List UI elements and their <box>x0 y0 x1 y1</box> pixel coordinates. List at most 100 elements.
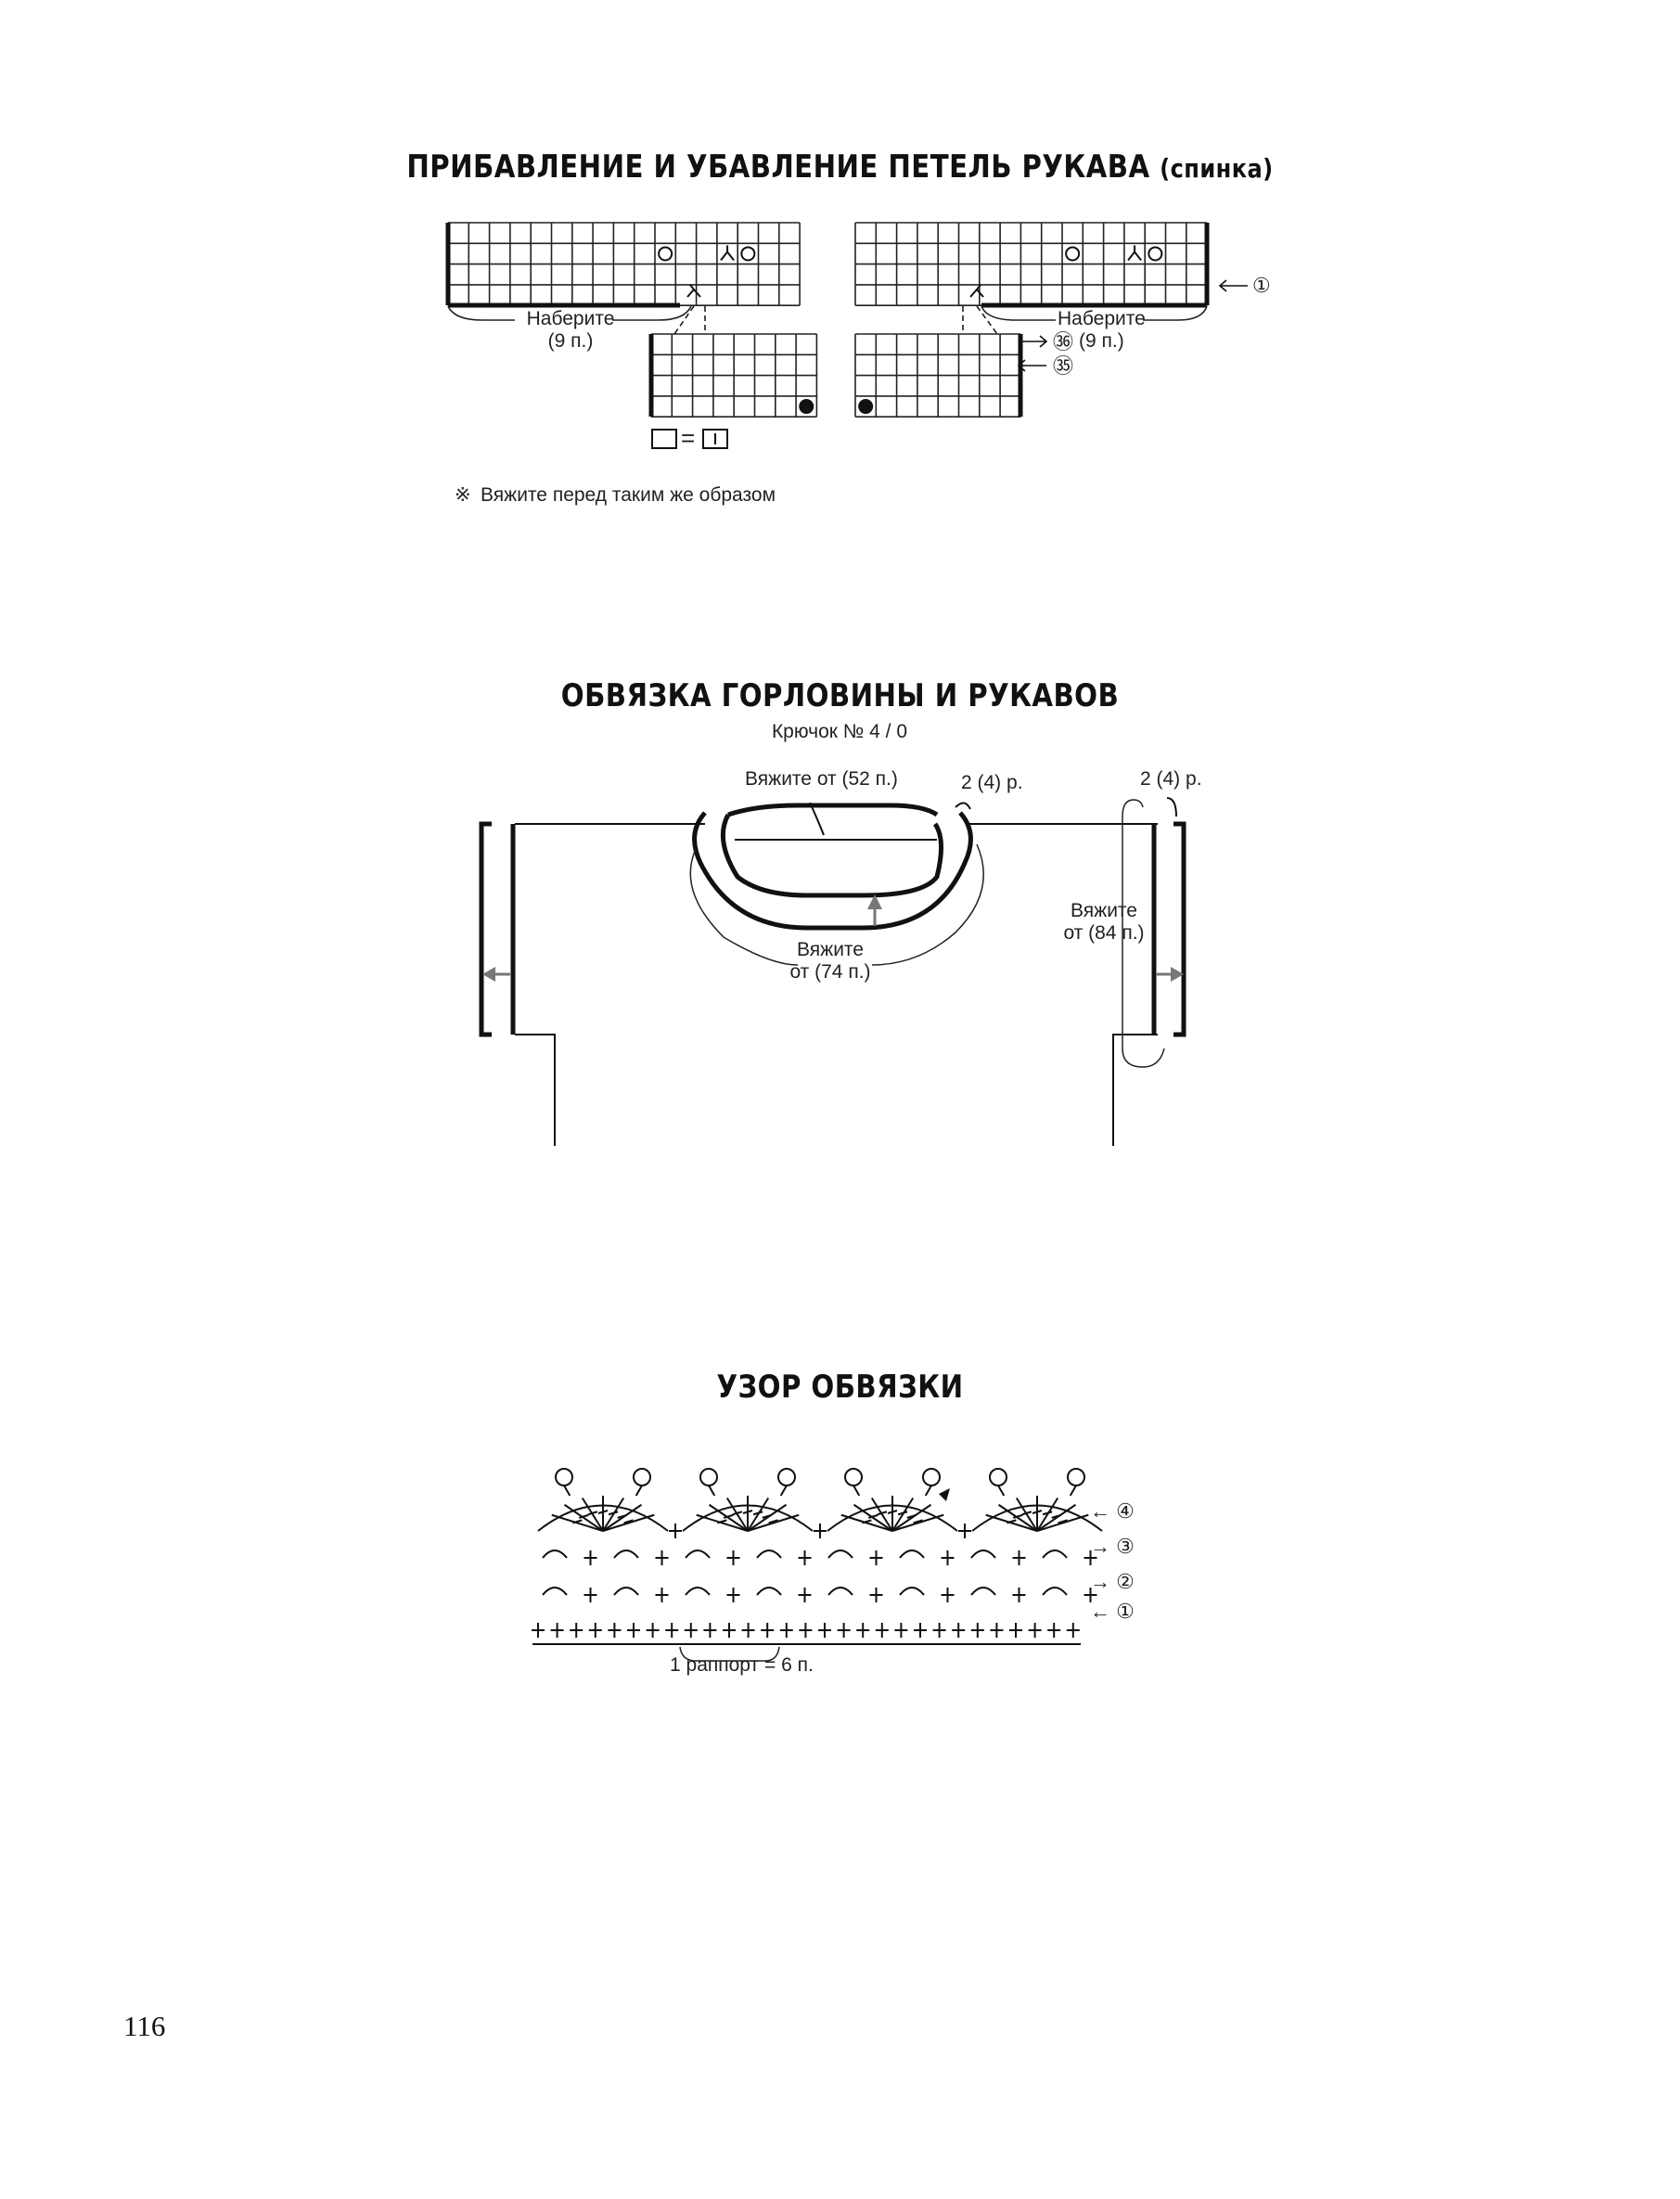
row3-arc <box>613 1550 639 1559</box>
row-1-marker: ① <box>1252 274 1271 297</box>
single-crochet-row1 <box>970 1623 984 1638</box>
row-36-marker: ㊱ <box>1053 330 1074 354</box>
top-left-grid <box>447 222 801 307</box>
single-crochet-row1 <box>723 1623 736 1638</box>
row3-arc <box>756 1550 782 1559</box>
note-text: Вяжите перед таким же образом <box>481 484 776 506</box>
row3-cross <box>798 1550 812 1565</box>
row-1-arrow <box>1218 279 1248 292</box>
right-arrow-head <box>1171 967 1184 982</box>
single-crochet-row1 <box>608 1623 622 1638</box>
row3-cross <box>1012 1550 1026 1565</box>
picot-stem-2-1 <box>924 1485 932 1497</box>
single-crochet-row1 <box>952 1623 966 1638</box>
yarn-over-symbol-left-1 <box>658 246 673 262</box>
neck-top-label: Вяжите от (52 п.) <box>745 768 898 790</box>
single-crochet-row1 <box>741 1623 755 1638</box>
picot-stem-1-0 <box>708 1485 716 1497</box>
single-crochet-row1 <box>570 1623 584 1638</box>
picot-stem-2-0 <box>853 1485 861 1497</box>
pattern-row-3: → ③ <box>1090 1535 1135 1558</box>
row3-cross <box>726 1550 740 1565</box>
shell-fan <box>971 1496 1103 1532</box>
yarn-over-symbol-right-2 <box>1148 246 1163 262</box>
row2-cross <box>798 1588 812 1602</box>
repeat-brace <box>679 1646 780 1662</box>
pattern-row-3-number: ③ <box>1116 1535 1135 1558</box>
decrease-symbol-right <box>1127 245 1142 262</box>
left-cast-on-label: Наберите (9 п.) <box>526 308 615 352</box>
single-crochet-row1 <box>875 1623 889 1638</box>
section1-title-suffix: (спинка) <box>1160 153 1274 184</box>
neck-bottom-label: Вяжите от (74 п.) <box>789 939 871 983</box>
row-36-arrow <box>1019 335 1048 348</box>
pattern-row-4-number: ④ <box>1116 1499 1135 1523</box>
row2-cross <box>869 1588 883 1602</box>
neck-band-outer <box>692 811 973 931</box>
row-35-arrow <box>1017 359 1046 372</box>
single-crochet-row1 <box>550 1623 564 1638</box>
bind-off-dot-right <box>858 399 874 415</box>
left-armhole-band-outer <box>479 821 492 1037</box>
picot-2-1 <box>922 1468 941 1486</box>
sleeve-label: Вяжите от (84 п.) <box>1063 900 1145 944</box>
bottom-left-grid <box>650 333 818 418</box>
row2-arc <box>1042 1587 1068 1596</box>
row2-arc <box>685 1587 711 1596</box>
neck-band-top <box>727 803 939 817</box>
page-number: 116 <box>123 2010 166 2042</box>
row3-arc <box>827 1550 853 1559</box>
picot-1-0 <box>699 1468 718 1486</box>
single-crochet-row1 <box>799 1623 813 1638</box>
row2-cross <box>1012 1588 1026 1602</box>
left-connector-a <box>673 305 695 335</box>
single-crochet-row1 <box>1066 1623 1080 1638</box>
bind-off-dot-left <box>799 399 814 415</box>
decrease-symbol-left <box>720 245 735 262</box>
pattern-row-4: ← ④ <box>1090 1499 1135 1523</box>
single-crochet-row1 <box>837 1623 851 1638</box>
row3-cross <box>584 1550 597 1565</box>
yarn-over-symbol-right-1 <box>1065 246 1081 262</box>
right-connector-a <box>976 305 998 335</box>
shell-fan <box>537 1496 669 1532</box>
pattern-row-1-number: ① <box>1116 1600 1135 1623</box>
row2-cross <box>584 1588 597 1602</box>
picot-stem-0-1 <box>635 1485 643 1497</box>
right-side-line <box>1112 1034 1158 1146</box>
pattern-row-1: ← ① <box>1090 1600 1135 1623</box>
row2-cross <box>655 1588 669 1602</box>
shell-fan <box>827 1496 958 1532</box>
row2-arc <box>542 1587 568 1596</box>
left-brace-start <box>447 305 515 321</box>
single-crochet-row1 <box>856 1623 870 1638</box>
row3-arc <box>685 1550 711 1559</box>
picot-0-1 <box>633 1468 651 1486</box>
neck-arrow-head <box>867 894 882 909</box>
single-crochet-row1 <box>1047 1623 1061 1638</box>
row3-cross <box>941 1550 955 1565</box>
single-crochet-row1 <box>1009 1623 1022 1638</box>
repeat-label: 1 раппорт = 6 п. <box>670 1654 814 1676</box>
shell-fan <box>682 1496 814 1532</box>
yarn-over-symbol-left-2 <box>740 246 756 262</box>
sleeve-rows-label: 2 (4) р. <box>1140 768 1202 790</box>
section1-title-main: ПРИБАВЛЕНИЕ И УБАВЛЕНИЕ ПЕТЕЛЬ РУКАВА <box>406 148 1150 186</box>
picot-stem-1-1 <box>779 1485 788 1497</box>
single-crochet-row1 <box>990 1623 1004 1638</box>
picot-3-0 <box>989 1468 1007 1486</box>
single-crochet-row1 <box>818 1623 831 1638</box>
single-crochet-row1 <box>894 1623 908 1638</box>
single-crochet-row1 <box>761 1623 775 1638</box>
row2-arc <box>827 1587 853 1596</box>
pattern-row-2-number: ② <box>1116 1570 1135 1593</box>
sleeve-rows-pointer <box>1166 797 1177 817</box>
picot-3-1 <box>1067 1468 1085 1486</box>
section3-title: УЗОР ОБВЯЗКИ <box>716 1369 964 1406</box>
single-crochet-row1 <box>1028 1623 1042 1638</box>
single-crochet-row1 <box>627 1623 640 1638</box>
row3-arc <box>1042 1550 1068 1559</box>
note-mark: ※ <box>455 484 471 506</box>
right-cast-on-label: Наберите <box>1058 308 1146 329</box>
picot-1-1 <box>777 1468 796 1486</box>
